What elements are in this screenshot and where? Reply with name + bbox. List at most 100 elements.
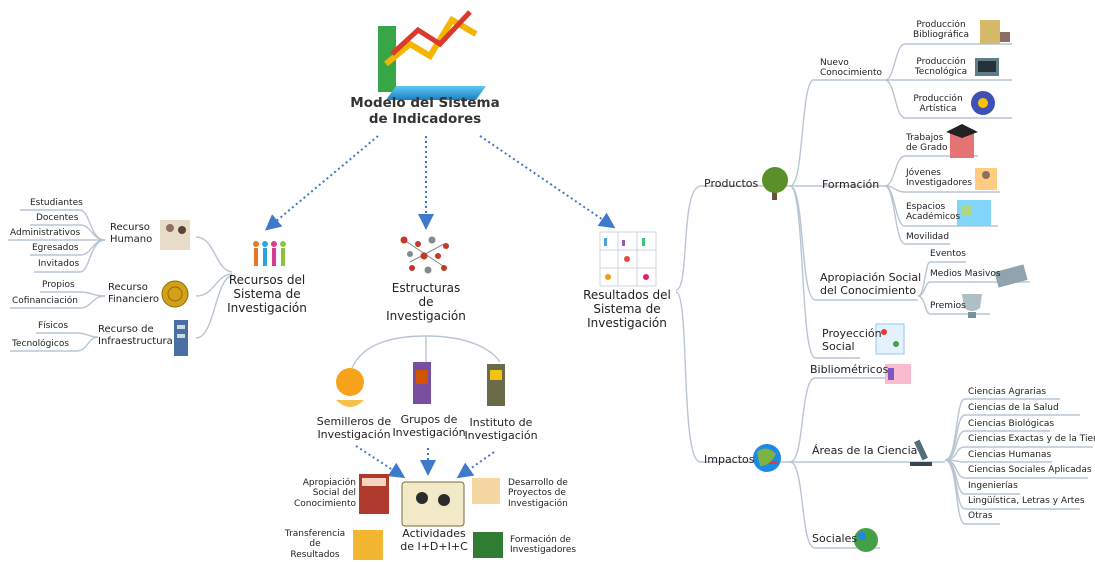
leaf-fisicos: Físicos [38,321,69,331]
branch-line [884,185,950,245]
leaf-trabajos: Trabajos de Grado [906,133,948,154]
technological-icon [975,58,999,76]
estructuras-node: Estructuras de Investigación [386,281,466,323]
area-leaf: Ciencias de la Salud [968,403,1059,413]
social-icon [854,528,878,552]
semilleros-icon [336,368,364,407]
branch-line [195,275,233,339]
students-icon [975,168,997,190]
branch-line [917,295,990,315]
impactos-node: Impactos [704,453,755,466]
chart-icon [378,10,486,100]
recurso-financiero-node: Recurso Financiero [108,282,160,305]
area-leaf: Ciencias Agrarias [968,387,1047,397]
microscope-icon [910,439,932,466]
area-leaf: Ciencias Exactas y de la Tierra [968,434,1095,444]
branch-line [675,185,790,291]
leaf-movilidad: Movilidad [906,232,950,242]
branch-line [34,239,106,273]
arrow-instituto-actividades [456,451,495,479]
training-icon [473,532,503,558]
branch-line [884,185,1000,193]
formacion-activity: Formación de Investigadores [510,535,577,556]
bibliometricos-node: Bibliométricos [810,363,889,376]
branch-line [10,295,106,309]
recurso-infraestructura-node: Recurso de Infraestructura [98,324,173,347]
branch-line [675,291,790,463]
media-icon [994,264,1028,288]
area-leaf: Ciencias Humanas [968,450,1052,460]
apropiacion-activity: Apropiación Social del Conocimiento [294,478,356,509]
apropiacion-node: Apropiación Social del Conocimiento [820,271,922,297]
leaf-invitados: Invitados [38,259,80,269]
leaf-tecnologica: Producción Tecnológica [914,57,968,78]
branch-line [10,336,99,352]
branch-line [789,377,910,463]
projection-icon [875,323,905,355]
leaf-docentes: Docentes [36,213,79,223]
arrow-to-resultados [479,135,616,229]
tree-icon [762,167,788,200]
leaf-administrativos: Administrativos [10,228,81,238]
desarrollo-activity: Desarrollo de Proyectos de Investigación [508,478,568,509]
area-leaf: Ingenierías [968,481,1018,491]
infrastructure-icon [174,320,188,356]
coin-icon [161,280,189,308]
branch-line [944,459,1000,525]
bibliographic-icon [980,20,1010,44]
transferencia-activity: Transferencia de Resultados [284,529,346,560]
recurso-humano-node: Recurso Humano [110,222,153,245]
branch-line [789,461,880,549]
branch-line [884,155,978,187]
semilleros-node: Semilleros de Investigación [316,415,392,441]
book-icon [359,474,389,514]
globe-icon [753,444,781,472]
branch-lines [8,43,1093,549]
dotted-arrows [264,135,616,479]
area-leaf: Ciencias Sociales Aplicadas [968,465,1092,475]
leaf-artistica: Producción Artística [913,94,963,115]
project-icon [472,478,500,504]
areas-node: Áreas de la Ciencia [812,444,918,457]
main-title: Modelo del Sistema de Indicadores [350,95,500,127]
leaf-eventos: Eventos [930,249,966,259]
leaf-propios: Propios [42,280,75,290]
grupos-icon [413,362,431,404]
branch-line [884,79,1012,119]
branch-line [884,43,1012,81]
branch-line [195,273,233,297]
grupos-node: Grupos de Investigación [392,413,466,439]
nuevo-conocimiento-node: Nuevo Conocimiento [820,58,882,79]
artistic-icon [971,91,995,115]
resultados-node: Resultados del Sistema de Investigación [583,288,671,330]
branch-line [789,79,885,187]
chart-grid-icon [599,231,657,287]
area-leaf: Lingüística, Letras y Artes [968,496,1085,506]
leaf-bibliografica: Producción Bibliográfica [913,20,969,41]
area-leaf: Ciencias Biológicas [968,419,1055,429]
instituto-icon [487,364,505,406]
people-icon [253,241,286,266]
branch-line [425,335,501,363]
arrow-semilleros-actividades [355,445,406,479]
transfer-icon [353,530,383,560]
branch-line [917,281,1030,297]
branch-line [789,185,860,359]
leaf-cofinanciacion: Cofinanciación [12,296,79,306]
instituto-node: Instituto de Investigación [464,416,538,442]
branch-line [36,332,99,338]
activities-icon [401,481,465,527]
leaf-egresados: Egresados [32,243,79,253]
proyeccion-node: Proyección Social [822,327,882,353]
branch-line [195,236,233,273]
leaf-estudiantes: Estudiantes [30,198,83,208]
branch-line [351,335,427,369]
arrow-to-recursos [264,135,379,231]
molecule-icon [400,236,449,274]
graduation-icon [946,124,978,158]
trophy-icon [962,294,982,318]
sociales-node: Sociales [812,532,858,545]
leaf-premios: Premios [930,301,966,311]
bibliometric-icon [885,364,911,384]
